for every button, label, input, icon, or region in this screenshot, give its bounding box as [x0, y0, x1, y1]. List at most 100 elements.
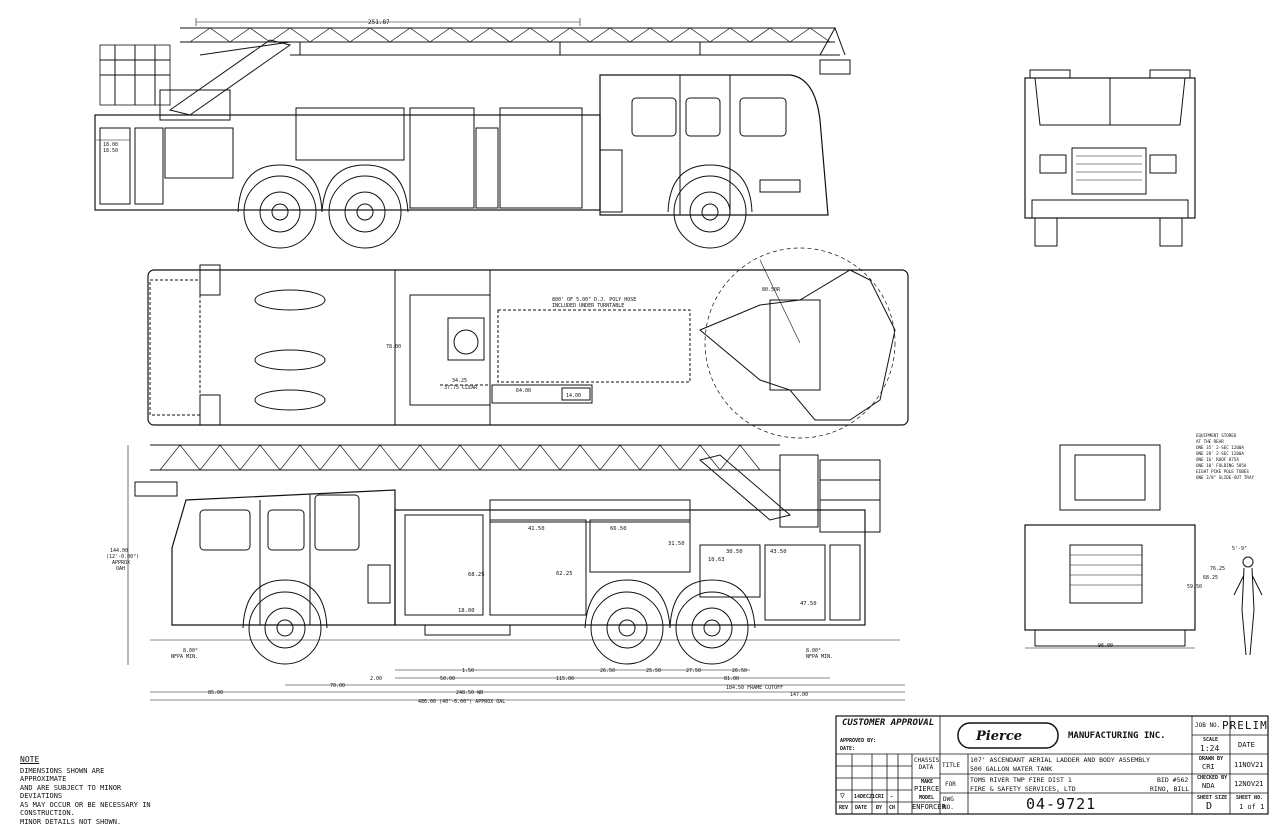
scale-value: 1:24 [1200, 744, 1220, 753]
dim-43-50: 43.50 [770, 549, 787, 555]
top-view-rear-wheel-1 [243, 175, 317, 249]
job-no-label: JOB NO. [1195, 722, 1221, 729]
drawn-by-value: CRI [1202, 763, 1215, 771]
dim-26-50: 26.50 [600, 668, 615, 674]
dim-plan-37-75: 37.75 CLEAR [444, 385, 478, 391]
dim-plan-34-25: 34.25 [452, 378, 467, 384]
dim-wheelbase: 248.50 WB [456, 690, 483, 696]
dwg-number: 04-9721 [1026, 795, 1097, 813]
dim-angle-rear: 8.00° [806, 648, 821, 654]
dim-147-00: 147.00 [790, 692, 808, 698]
note-line: MINOR DETAILS NOT SHOWN. [20, 817, 122, 826]
sheet-no-label: SHEET NO. [1236, 795, 1264, 801]
note-line: DIMENSIONS SHOWN ARE APPROXIMATE [20, 766, 105, 784]
dim-person-height: 5'-9" [1232, 546, 1247, 552]
dim-angle-rear-nfpa: NFPA MIN. [806, 654, 833, 660]
rev-row-by: CRI [875, 794, 885, 800]
pierce-logo: Pierce [976, 729, 1023, 744]
top-view-front-wheel [673, 175, 747, 249]
side-view-top: 251.87 18.00 18.50 [94, 18, 851, 249]
plan-hose-note-2: INCLUDED UNDER TURNTABLE [552, 303, 624, 309]
salesman: RINO, BILL [1150, 785, 1190, 793]
front-view [1024, 69, 1196, 247]
checked-by-label: CHECKED BY [1197, 775, 1228, 781]
equip-line-6: EIGHT PIKE POLE TUBES [1196, 469, 1249, 474]
for-label: FOR [945, 781, 956, 788]
dim-angle-front: 8.00° [183, 648, 198, 654]
dim-25-50: 25.50 [646, 668, 661, 674]
bid-number: BID #562 [1157, 776, 1189, 784]
make-label: MAKE [921, 779, 934, 785]
title-line-1: 107' ASCENDANT AERIAL LADDER AND BODY AS… [970, 756, 1151, 764]
sheet-size-label: SHEET SIZE [1197, 795, 1228, 801]
model-label: MODEL [919, 795, 935, 801]
rev-col-label: REV [839, 805, 849, 811]
dim-26-50b: 26.50 [732, 668, 747, 674]
dim-angle-front-nfpa: NFPA MIN. [171, 654, 198, 660]
plan-hose-note-1: 800' OF 5.00" D.J. POLY HOSE [552, 297, 636, 303]
for-line-1: TOMS RIVER TWP FIRE DIST 1 [970, 776, 1072, 784]
equip-line-3: ONE 28' 2-SEC 1200A [1196, 451, 1244, 456]
side-view-bottom: 41.50 66.50 31.50 30.50 43.50 68.25 62.2… [106, 444, 905, 705]
rev-row-date: 14DEC21 [854, 794, 876, 800]
dim-70-00: 70.00 [330, 683, 345, 689]
drawn-by-label: DRAWN BY [1199, 756, 1224, 762]
dim-plan-64: 64.00 [516, 388, 531, 394]
dim-30-50: 30.50 [726, 549, 743, 555]
note-heading: NOTE [20, 755, 40, 764]
rev-row-ch: - [890, 794, 894, 800]
dim-50-00: 50.00 [440, 676, 455, 682]
dim-top-length: 251.87 [368, 19, 390, 26]
dim-plan-14: 14.00 [566, 393, 581, 399]
bottom-view-rear-wheel-2 [675, 591, 749, 665]
sheet-no-value: 1 of 1 [1239, 803, 1265, 811]
equip-line-2: ONE 35' 2-SEC 1200A [1196, 445, 1244, 450]
job-no-value: PRELIM [1222, 719, 1268, 732]
model-value: ENFORCER [912, 803, 946, 811]
dim-plan-78: 78.00 [386, 344, 401, 350]
date-col-label: DATE [855, 805, 868, 811]
dim-2-00: 2.00 [370, 676, 382, 682]
title-label: TITLE [942, 762, 961, 769]
dwg-no-label: DWG NO. [943, 796, 954, 811]
bottom-view-front-wheel [248, 591, 322, 665]
chassis-data-label: CHASSIS DATA [914, 757, 940, 771]
dim-rear-68-25: 68.25 [1203, 575, 1218, 581]
dim-rear-76-25: 76.25 [1210, 566, 1225, 572]
dim-height-approx: APPROX [112, 560, 130, 566]
dim-height-oah: OAH [116, 566, 125, 572]
dim-47-50: 47.50 [800, 601, 817, 607]
scale-label: SCALE [1203, 737, 1219, 743]
equip-line-4: ONE 16' ROOF 875A [1196, 457, 1239, 462]
customer-approval-heading: CUSTOMER APPROVAL [842, 718, 935, 728]
dim-side-18-50: 18.50 [103, 148, 118, 154]
by-col-label: BY [876, 805, 883, 811]
dim-115-00: 115.00 [556, 676, 574, 682]
dim-184-50: 184.50 FRAME CUTOFF [726, 685, 783, 691]
dim-31-50: 31.50 [668, 541, 685, 547]
note-line: AS MAY OCCUR OR BE NECESSARY IN [20, 800, 151, 809]
checked-date: 12NOV21 [1234, 780, 1264, 788]
dim-overall-length: 486.00 (40'-6.00") APPROX OAL [418, 699, 505, 705]
note-line: CONSTRUCTION. [20, 809, 75, 817]
title-block [835, 715, 1269, 815]
make-value: PIERCE [914, 785, 940, 793]
dim-81-00: 81.00 [724, 676, 739, 682]
equip-line-7: ONE 3/8" SLIDE-OUT TRAY [1196, 475, 1254, 480]
equip-line-1: AT THE REAR [1196, 439, 1224, 444]
plan-view: 800' OF 5.00" D.J. POLY HOSE INCLUDED UN… [147, 247, 909, 439]
revision-triangle-icon: ▽ [840, 791, 845, 800]
dim-height: 144.00 [110, 548, 128, 554]
note-line: AND ARE SUBJECT TO MINOR DEVIATIONS [20, 783, 122, 801]
drawn-date: 11NOV21 [1234, 761, 1264, 769]
equip-title: EQUIPMENT STORED [1196, 433, 1237, 438]
ch-col-label: CH [889, 805, 896, 811]
dim-18-00: 18.00 [458, 608, 475, 614]
dim-10-63: 10.63 [708, 557, 725, 563]
dim-rear-width: 96.00 [1098, 643, 1113, 649]
dim-41-50: 41.50 [528, 526, 545, 532]
dim-side-18: 18.00 [103, 142, 118, 148]
dim-turntable-radius: 80.50R [762, 287, 781, 293]
bottom-view-rear-wheel-1 [590, 591, 664, 665]
